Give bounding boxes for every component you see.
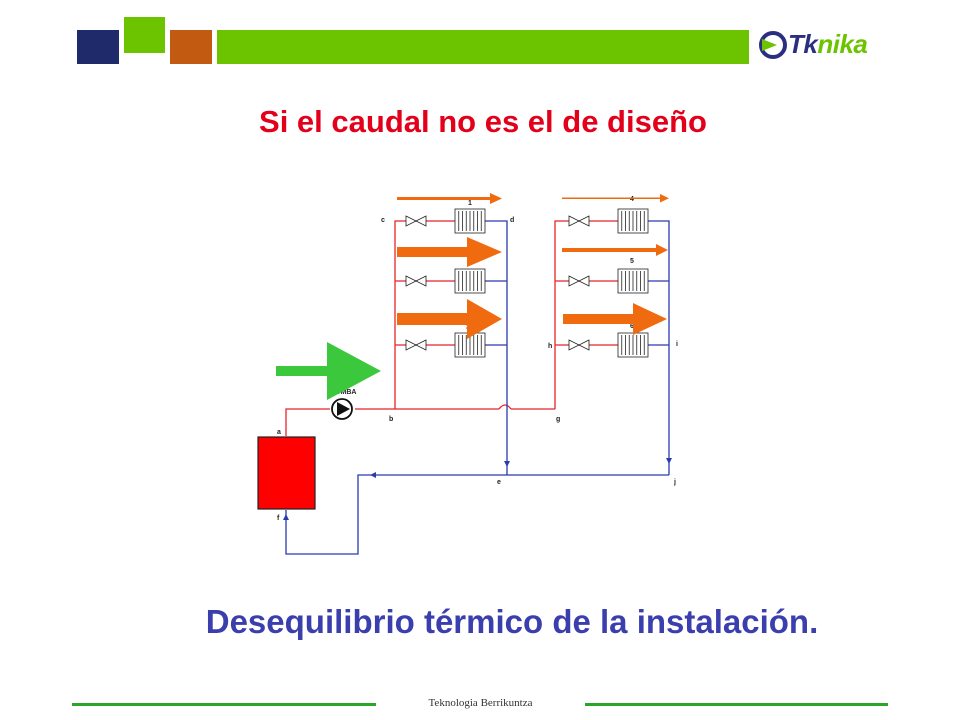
- node-label-j: j: [673, 479, 676, 486]
- pipe-crossover: [498, 404, 512, 410]
- return-main-pipe: [285, 474, 669, 555]
- flow-arrow-6: [563, 303, 667, 335]
- radiator-labels: 1 2 3 4 5 6: [466, 196, 634, 331]
- node-label-a: a: [277, 429, 281, 436]
- radiator-label-6: 6: [630, 323, 634, 330]
- flow-arrow-3: [397, 299, 502, 339]
- valve-1-icon: [405, 215, 427, 227]
- slide-title: Si el caudal no es el de diseño: [259, 104, 707, 139]
- logo-mark-icon: [759, 31, 787, 59]
- node-label-d: d: [510, 217, 514, 224]
- return-riser-right: [648, 220, 670, 475]
- header-square-orange: [170, 30, 212, 64]
- valve-5-icon: [568, 275, 590, 287]
- node-label-e: e: [497, 479, 501, 486]
- valve-4-icon: [568, 215, 590, 227]
- supply-pipe-boiler-to-pump: [285, 408, 330, 436]
- radiator-6-icon: [617, 332, 649, 358]
- return-flow-markers: [283, 458, 672, 520]
- return-pipes: [285, 220, 670, 555]
- boiler: [257, 436, 316, 510]
- header-bar-green: [217, 30, 749, 64]
- node-label-f: f: [277, 515, 280, 522]
- node-label-c: c: [381, 217, 385, 224]
- valve-3-icon: [405, 339, 427, 351]
- pump-flow-arrow: [276, 342, 381, 400]
- flow-arrow-4: [562, 194, 669, 203]
- node-labels: c d h i b g a e j f: [277, 217, 678, 522]
- radiator-label-5: 5: [630, 258, 634, 265]
- logo-text-part-b: nika: [817, 29, 868, 59]
- radiator-2-icon: [454, 268, 486, 294]
- flow-arrow-5: [562, 244, 668, 256]
- logo-text: Tknika: [788, 29, 868, 60]
- supply-riser-right: [554, 220, 618, 409]
- node-label-h: h: [548, 343, 552, 350]
- flow-arrows: [397, 193, 669, 339]
- flow-arrow-2: [397, 237, 502, 267]
- node-label-b: b: [389, 416, 393, 423]
- valve-2-icon: [405, 275, 427, 287]
- footer-text: Teknologia Berrikuntza: [428, 697, 533, 709]
- header-square-green: [124, 17, 165, 53]
- footer-line-left: [72, 703, 376, 706]
- return-riser-left: [485, 220, 508, 475]
- supply-riser-left: [394, 220, 455, 409]
- valves: [405, 215, 590, 351]
- radiator-4-icon: [617, 208, 649, 234]
- footer-line-right: [585, 703, 888, 706]
- pump-label: BOMBA: [330, 389, 356, 396]
- radiator-label-1: 1: [468, 200, 472, 207]
- valve-6-icon: [568, 339, 590, 351]
- slide-subtitle: Desequilibrio térmico de la instalación.: [205, 603, 819, 640]
- node-label-g: g: [556, 416, 560, 423]
- pump: BOMBA: [330, 389, 356, 420]
- tknika-logo: Tknika: [758, 29, 888, 60]
- node-label-i: i: [676, 341, 678, 348]
- header-square-navy: [77, 30, 119, 64]
- logo-text-part-a: Tk: [788, 29, 818, 59]
- flow-arrow-1: [397, 193, 502, 204]
- radiators: [454, 208, 649, 358]
- radiator-1-icon: [454, 208, 486, 234]
- radiator-label-4: 4: [630, 196, 634, 203]
- radiator-5-icon: [617, 268, 649, 294]
